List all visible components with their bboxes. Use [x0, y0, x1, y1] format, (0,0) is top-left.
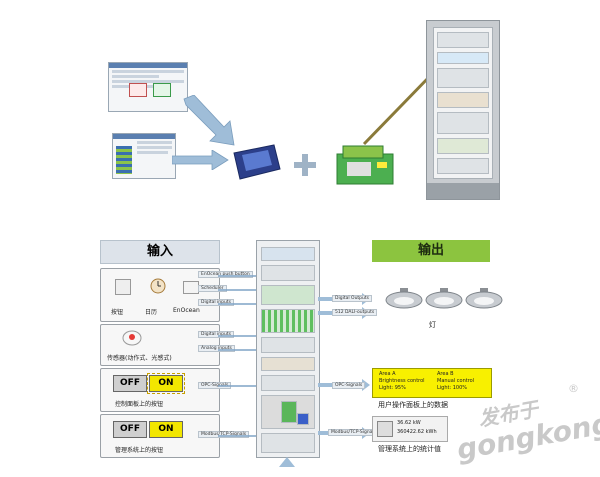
button-label: 按钮: [111, 309, 124, 316]
energy-value-1: 36.62 kW: [397, 420, 421, 426]
output-header: 输出: [372, 240, 490, 262]
area-a-title: Area A: [379, 371, 396, 377]
panel-label: 控制面板上的按钮: [115, 401, 164, 408]
selection-handles: [147, 373, 185, 394]
control-cabinet-photo: [426, 20, 500, 200]
area-b-line1: Manual control: [437, 378, 475, 384]
tag-digital-outputs: Digital Outputs: [332, 295, 373, 302]
energy-value-2: 360422.62 kWh: [397, 429, 437, 435]
input-box-devices: 按钮 日历 EnOcean: [100, 268, 220, 322]
input-box-panel: OFF ON 控制面板上的按钮: [100, 368, 220, 412]
push-button-icon: [115, 279, 131, 295]
tag-opc-out: OPC-Signals: [332, 382, 366, 389]
area-a-line1: Brightness control: [379, 378, 425, 384]
tag-enocean-push: EnOcean push button: [198, 271, 253, 278]
input-connector-lines: [218, 275, 256, 437]
mgmt-off-button[interactable]: OFF: [113, 421, 147, 438]
tag-modbus-in: Modbus/TCP-Signals: [198, 431, 250, 438]
meter-icon: [377, 421, 393, 437]
arrow-diagonal: [183, 95, 235, 146]
mgmt-on-button[interactable]: ON: [149, 421, 183, 438]
panel-on-button[interactable]: ON: [149, 375, 183, 392]
enocean-label: EnOcean: [173, 307, 200, 314]
high-bay-lamp-icon-1: [385, 288, 423, 309]
tag-digital-inputs-2: Digital inputs: [198, 331, 234, 338]
calendar-clock-icon: [150, 278, 166, 294]
software-screenshot-1: [108, 62, 188, 112]
connector-line: [362, 72, 434, 146]
input-header: 输入: [100, 240, 220, 264]
plus-icon: [294, 154, 316, 176]
area-b-title: Area B: [437, 371, 454, 377]
high-bay-lamp-icon-2: [425, 288, 463, 309]
sensor-icon: [122, 330, 142, 346]
tag-analog-inputs: Analog inputs: [198, 345, 235, 352]
panel-off-button[interactable]: OFF: [113, 375, 147, 392]
memory-card-icon: [233, 144, 281, 180]
stats-label: 管理系统上的统计值: [378, 445, 441, 453]
watermark-registered: ®: [568, 382, 579, 395]
software-screenshot-2: [112, 133, 176, 179]
up-arrow-icon: [279, 457, 295, 467]
sensor-label: 传感器(动作式、光感式): [107, 355, 172, 362]
high-bay-lamp-icon-3: [465, 288, 503, 309]
tag-digital-inputs-1: Digital inputs: [198, 299, 234, 306]
arrow-horizontal: [172, 150, 229, 170]
area-a-line2: Light: 95%: [379, 385, 406, 391]
area-panel: Area A Brightness control Light: 95% Are…: [372, 368, 492, 398]
tag-dali: 512 DALI-outputs: [332, 309, 378, 316]
controller-module-icon: [336, 145, 394, 185]
mgmt-label: 管理系统上的按钮: [115, 447, 164, 454]
panel-data-label: 用户操作面板上的数据: [378, 401, 448, 409]
energy-panel: 36.62 kW 360422.62 kWh: [372, 416, 448, 442]
enocean-device-icon: [183, 281, 199, 294]
center-cabinet: [256, 240, 320, 458]
calendar-label: 日历: [145, 309, 158, 316]
tag-scheduler: Scheduler: [198, 285, 227, 292]
lamp-label: 灯: [429, 321, 436, 329]
area-b-line2: Light: 100%: [437, 385, 468, 391]
